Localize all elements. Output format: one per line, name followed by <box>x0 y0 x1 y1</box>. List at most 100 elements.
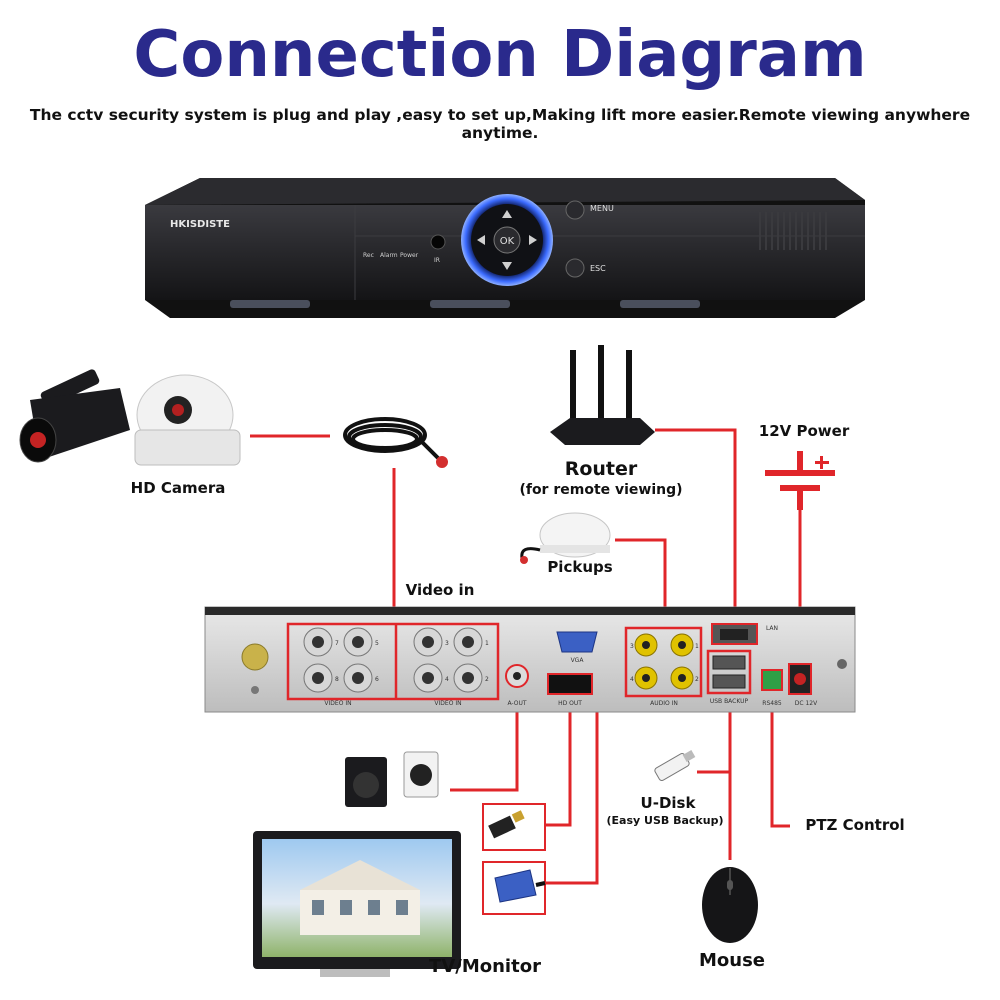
dc-pin <box>794 673 806 685</box>
lan-label: LAN <box>766 625 778 632</box>
router-antenna <box>626 350 632 420</box>
ground-terminal <box>251 686 259 694</box>
u-disk-icon <box>654 750 696 781</box>
nav-up-icon[interactable] <box>502 210 512 218</box>
router-note: (for remote viewing) <box>519 482 682 498</box>
power-symbol-icon <box>765 451 835 510</box>
bullet-camera-ir-leds <box>30 432 46 448</box>
dc-label: DC 12V <box>795 700 818 707</box>
router-body <box>550 418 655 445</box>
bnc-port-number: 3 <box>445 640 449 647</box>
dvr-vent-slots <box>759 212 827 250</box>
rca-port-number: 4 <box>630 676 634 683</box>
panel-screw <box>837 659 847 669</box>
bnc-cable-coil <box>343 417 448 468</box>
pickup-microphone <box>520 512 611 564</box>
rca-pin <box>642 641 650 649</box>
hd-out-label: HD OUT <box>558 700 582 707</box>
video-in-label: Video in <box>406 581 475 599</box>
wire-speakers <box>450 680 519 792</box>
video-in-highlight <box>286 622 500 701</box>
rca-port-number: 2 <box>695 676 699 683</box>
speakers-icon <box>345 751 439 807</box>
bnc-pin <box>352 672 364 684</box>
dvr-top-edge <box>145 178 865 205</box>
bnc-pin <box>422 636 434 648</box>
usb-label: USB BACKUP <box>710 698 749 705</box>
power-label: 12V Power <box>759 422 850 440</box>
bnc-pin <box>422 672 434 684</box>
indicator-power: Power <box>400 252 419 259</box>
hdmi-cable-icon <box>488 810 525 839</box>
dvr-foot <box>230 300 310 308</box>
usb-port-top[interactable] <box>712 655 746 670</box>
a-out-label: A-OUT <box>507 700 526 707</box>
vga-port[interactable] <box>556 631 598 653</box>
wire-pickups <box>615 538 667 630</box>
bnc-pin <box>312 636 324 648</box>
audio-in-label: AUDIO IN <box>650 700 678 707</box>
video-in-port-label: VIDEO IN <box>324 700 351 707</box>
wire-ptz <box>770 698 790 828</box>
tv-monitor <box>253 831 461 977</box>
dvr-brand: HKISDISTE <box>170 219 230 230</box>
video-in-port-label-2: VIDEO IN <box>434 700 461 707</box>
menu-button[interactable] <box>565 200 585 220</box>
a-out-pin <box>513 672 521 680</box>
lan-socket <box>720 629 748 640</box>
ground-screw <box>241 643 269 671</box>
nav-right-icon[interactable] <box>529 235 537 245</box>
rca-pin <box>678 674 686 682</box>
ir-sensor <box>430 234 446 250</box>
hd-camera-label: HD Camera <box>131 479 226 497</box>
mouse-icon <box>702 867 758 943</box>
ptz-label: PTZ Control <box>805 816 904 834</box>
wire-router-lan <box>655 428 737 625</box>
dvr-foot <box>620 300 700 308</box>
usb-port-bottom[interactable] <box>712 674 746 689</box>
bnc-port-number: 6 <box>375 676 379 683</box>
router-antenna <box>570 350 576 420</box>
page-subtitle: The cctv security system is plug and pla… <box>29 106 971 142</box>
esc-label: ESC <box>590 264 606 273</box>
vga-label: VGA <box>571 657 585 664</box>
rca-port-number: 1 <box>695 643 699 650</box>
bnc-pin <box>352 636 364 648</box>
nav-left-icon[interactable] <box>477 235 485 245</box>
usb-highlight <box>706 649 752 695</box>
wire-hdmi <box>545 700 572 827</box>
u-disk-note: (Easy USB Backup) <box>607 814 724 827</box>
pickups-label: Pickups <box>547 558 612 576</box>
ir-label: IR <box>434 257 440 264</box>
dvr-foot <box>430 300 510 308</box>
tv-label: TV/Monitor <box>429 956 541 977</box>
ok-label: OK <box>500 236 515 247</box>
bnc-port-number: 1 <box>485 640 489 647</box>
hd-out-port[interactable] <box>547 673 593 695</box>
bnc-port-number: 2 <box>485 676 489 683</box>
back-panel-top <box>205 607 855 615</box>
bnc-port-number: 5 <box>375 640 379 647</box>
bnc-pin <box>312 672 324 684</box>
dome-camera-ir <box>172 404 184 416</box>
dome-camera-base <box>134 429 241 466</box>
dvr-front-unit: HKISDISTE Rec Alarm Power IR OK MENU ESC <box>145 178 865 318</box>
audio-in-highlight <box>624 626 703 698</box>
u-disk-label: U-Disk <box>641 794 697 812</box>
bnc-port-number: 7 <box>335 640 339 647</box>
rca-pin <box>642 674 650 682</box>
rca-port-number: 3 <box>630 643 634 650</box>
tv-stand <box>320 969 390 977</box>
ok-button[interactable] <box>493 226 521 254</box>
esc-button[interactable] <box>565 258 585 278</box>
page-title: Connection Diagram <box>133 18 867 92</box>
rs485-label: RS485 <box>762 700 782 707</box>
hd-camera-group <box>19 369 241 466</box>
wire-vga <box>545 652 599 885</box>
rs485-terminal[interactable] <box>761 669 783 691</box>
nav-down-icon[interactable] <box>502 262 512 270</box>
indicator-alarm: Alarm <box>380 252 398 259</box>
